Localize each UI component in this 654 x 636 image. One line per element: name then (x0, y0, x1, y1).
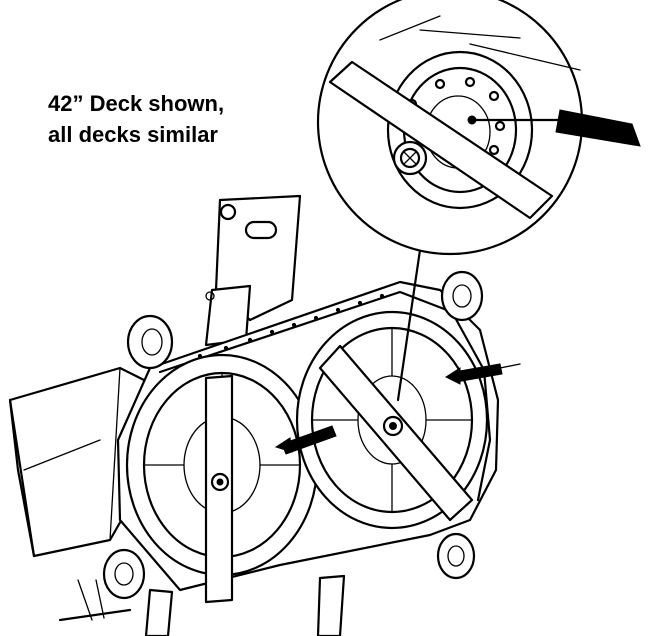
left-mower-blade (204, 374, 234, 604)
figure-caption: 42” Deck shown, all decks similar (48, 88, 224, 150)
gauge-wheel-bottom-right (436, 532, 476, 580)
deck-lift-bracket (204, 194, 302, 347)
gauge-wheel-bottom-left (102, 548, 146, 600)
gauge-wheel-top-right (440, 270, 484, 322)
magnified-inset (316, 0, 641, 256)
gauge-wheel-top-left (126, 314, 174, 370)
caption-line-1: 42” Deck shown, (48, 91, 225, 116)
caption-line-2: all decks similar (48, 122, 218, 147)
lower-linkage (58, 574, 346, 636)
right-mower-blade (318, 344, 474, 522)
inset-leader-line (396, 248, 422, 402)
pointer-arrow-center (274, 425, 337, 455)
pointer-arrow-right (444, 363, 521, 385)
